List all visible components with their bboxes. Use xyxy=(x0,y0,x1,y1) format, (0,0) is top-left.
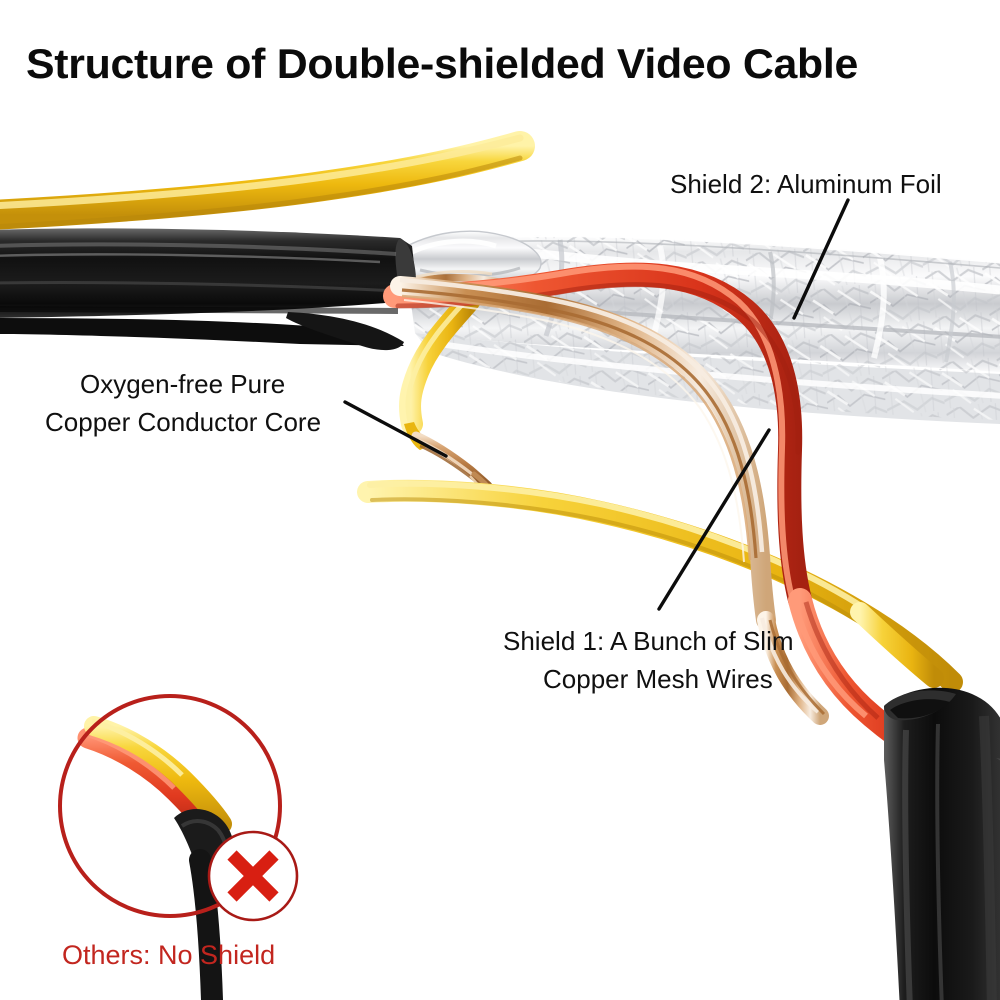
yellow-wire-into-sleeve xyxy=(850,602,944,688)
page-title: Structure of Double-shielded Video Cable xyxy=(26,40,859,87)
x-mark-icon xyxy=(227,850,279,902)
label-copper-core: Oxygen-free Pure Copper Conductor Core xyxy=(45,365,321,441)
label-shield2-line1: Shield 2: Aluminum Foil xyxy=(670,169,942,199)
black-outer-jacket-bottom-right xyxy=(884,687,1000,1000)
label-shield1-line1: Shield 1: A Bunch of Slim xyxy=(503,626,794,656)
leader-line-core xyxy=(343,400,448,458)
unshielded-cable-photo xyxy=(77,716,237,1000)
label-shield2: Shield 2: Aluminum Foil xyxy=(670,165,942,203)
no-shield-inset xyxy=(58,694,299,1000)
yellow-wire-top-left xyxy=(0,131,535,230)
inset-caption: Others: No Shield xyxy=(62,940,276,970)
leader-line-shield2 xyxy=(792,198,850,320)
black-outer-jacket-left xyxy=(0,228,418,351)
leader-lines xyxy=(343,198,850,611)
label-copper-core-line2: Copper Conductor Core xyxy=(45,407,322,437)
highlight-circle-icon xyxy=(58,694,282,918)
label-copper-core-line1: Oxygen-free Pure xyxy=(80,369,286,399)
leader-line-shield1 xyxy=(657,428,771,611)
yellow-wire-stripped xyxy=(399,289,495,498)
label-shield1: Shield 1: A Bunch of Slim Copper Mesh Wi… xyxy=(503,622,794,698)
label-shield1-line2: Copper Mesh Wires xyxy=(543,664,773,694)
